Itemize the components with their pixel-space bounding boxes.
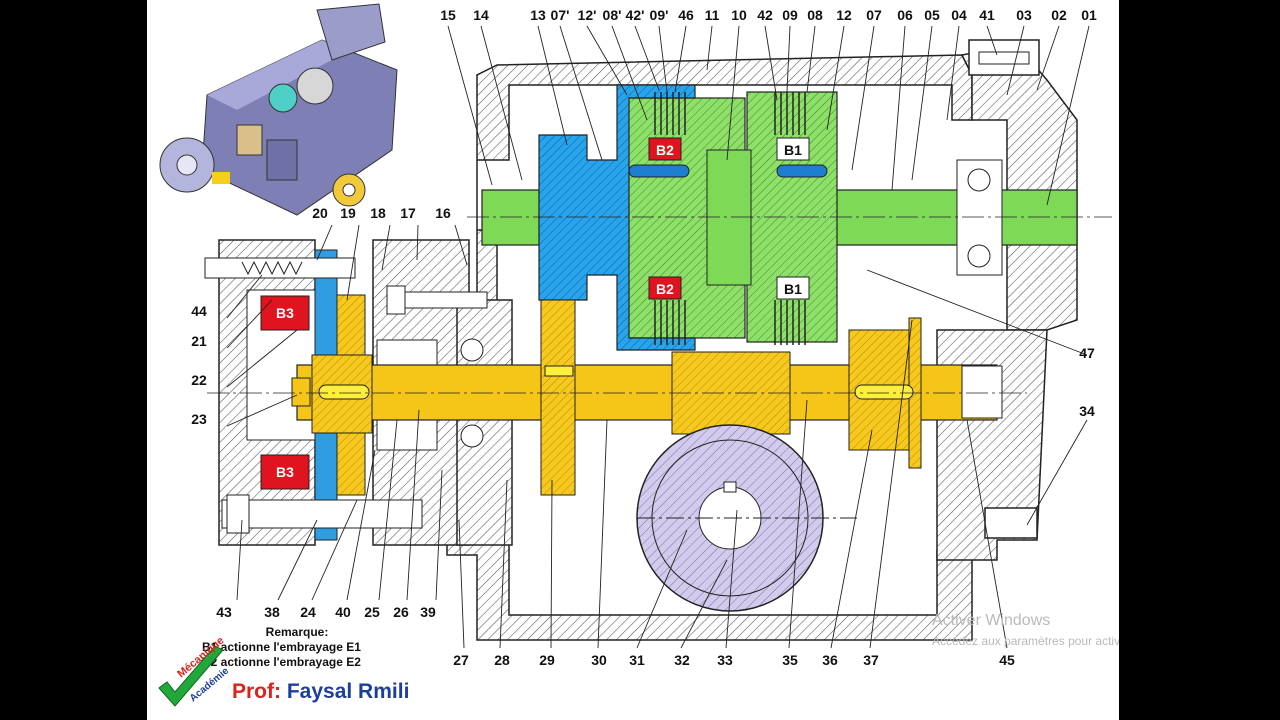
label-33: 33 — [717, 652, 733, 668]
worm-wheel — [636, 424, 857, 612]
label-22: 22 — [191, 372, 207, 388]
brake-b1-bottom: B1 — [784, 281, 802, 297]
label-08p: 08' — [603, 7, 622, 23]
label-20: 20 — [312, 205, 328, 221]
label-08: 08 — [807, 7, 823, 23]
label-29: 29 — [539, 652, 555, 668]
left-labels: 20 19 18 17 16 44 21 22 23 — [191, 205, 451, 427]
watermark-title: Activer Windows — [932, 612, 1051, 629]
label-38: 38 — [264, 604, 280, 620]
label-42p: 42' — [626, 7, 645, 23]
brake-b2-bottom: B2 — [656, 281, 674, 297]
label-23: 23 — [191, 411, 207, 427]
label-34: 34 — [1079, 403, 1095, 419]
label-43: 43 — [216, 604, 232, 620]
label-17: 17 — [400, 205, 416, 221]
diagram-canvas: B2 B2 B1 B1 B3 B3 — [147, 0, 1119, 720]
top-labels: 15 14 13 07' 12' 08' 42' 09' 46 11 10 42… — [440, 7, 1097, 23]
author-prefix: Prof: — [232, 680, 281, 703]
output-shaft — [291, 299, 1003, 496]
label-07: 07 — [866, 7, 882, 23]
bottom-labels: 43 38 24 40 25 26 39 27 28 29 30 31 32 3… — [216, 604, 1015, 668]
label-02: 02 — [1051, 7, 1067, 23]
label-47: 47 — [1079, 345, 1095, 361]
label-37: 37 — [863, 652, 879, 668]
right-labels: 47 34 — [1079, 345, 1095, 419]
activation-watermark: Activer Windows Accédez aux paramètres p… — [932, 612, 1119, 648]
label-32: 32 — [674, 652, 690, 668]
brake-b3-bottom: B3 — [276, 464, 294, 480]
label-31: 31 — [629, 652, 645, 668]
label-11: 11 — [705, 7, 720, 23]
label-12p: 12' — [578, 7, 597, 23]
remark-line-2: B2 actionne l'embrayage E2 — [202, 655, 361, 669]
isometric-view — [159, 3, 398, 216]
remark-title: Remarque: — [265, 625, 329, 639]
input-shaft — [481, 91, 1078, 343]
label-41: 41 — [979, 7, 995, 23]
remark-line-1: B1 actionne l'embrayage E1 — [202, 640, 361, 654]
remark-note: Remarque: B1 actionne l'embrayage E1 B2 … — [202, 625, 392, 670]
author-credit: Prof: Faysal Rmili — [232, 680, 409, 704]
label-39: 39 — [420, 604, 436, 620]
brake-markers: B2 B2 B1 B1 B3 B3 — [260, 137, 810, 490]
label-40: 40 — [335, 604, 351, 620]
brake-b1-top: B1 — [784, 142, 802, 158]
label-25: 25 — [364, 604, 380, 620]
watermark-subtitle: Accédez aux paramètres pour activer Wind… — [932, 634, 1119, 648]
label-13: 13 — [530, 7, 546, 23]
label-10: 10 — [731, 7, 747, 23]
label-46: 46 — [678, 7, 694, 23]
label-45: 45 — [999, 652, 1015, 668]
label-30: 30 — [591, 652, 607, 668]
label-35: 35 — [782, 652, 798, 668]
label-12: 12 — [836, 7, 852, 23]
center-lines — [207, 216, 1112, 394]
label-24: 24 — [300, 604, 316, 620]
leader-lines — [226, 25, 1090, 649]
label-16: 16 — [435, 205, 451, 221]
label-09p: 09' — [650, 7, 669, 23]
label-26: 26 — [393, 604, 409, 620]
clutch-housing — [538, 84, 828, 351]
label-09: 09 — [782, 7, 798, 23]
author-name: Faysal Rmili — [286, 680, 410, 703]
label-03: 03 — [1016, 7, 1032, 23]
label-04: 04 — [951, 7, 967, 23]
label-18: 18 — [370, 205, 386, 221]
label-21: 21 — [191, 333, 207, 349]
label-36: 36 — [822, 652, 838, 668]
label-42: 42 — [757, 7, 773, 23]
gearbox-drawing: B2 B2 B1 B1 B3 B3 — [159, 3, 1112, 668]
label-44: 44 — [191, 303, 207, 319]
label-06: 06 — [897, 7, 913, 23]
brake-b3-top: B3 — [276, 305, 294, 321]
label-19: 19 — [340, 205, 356, 221]
label-15: 15 — [440, 7, 456, 23]
label-05: 05 — [924, 7, 940, 23]
label-28: 28 — [494, 652, 510, 668]
label-27: 27 — [453, 652, 469, 668]
brake-b2-top: B2 — [656, 142, 674, 158]
friction-discs — [654, 92, 806, 345]
label-07p: 07' — [551, 7, 570, 23]
mecanique-academie-logo: Mécanique Académie — [158, 636, 231, 707]
label-01: 01 — [1081, 7, 1097, 23]
label-14: 14 — [473, 7, 489, 23]
